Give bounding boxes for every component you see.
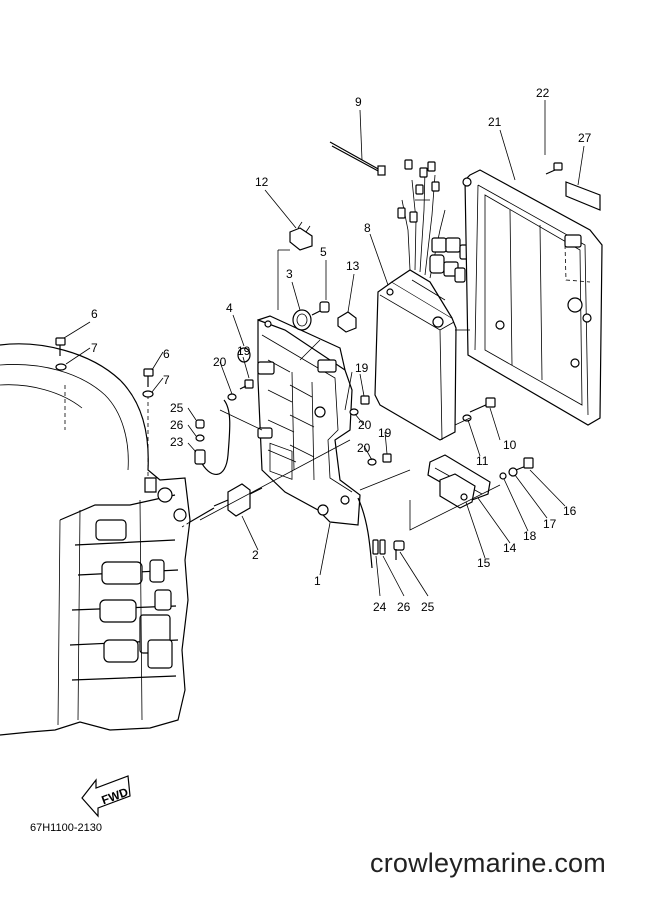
- callout-leaders: [63, 109, 585, 597]
- site-watermark: crowleymarine.com: [370, 848, 606, 878]
- engine-block: [0, 343, 191, 736]
- callout-19-right-top: 19: [355, 361, 369, 375]
- callout-8: 8: [364, 221, 371, 235]
- clip-12: [289, 221, 313, 251]
- callout-17: 17: [543, 517, 557, 531]
- callout-18: 18: [523, 529, 537, 543]
- callout-19-right-low: 19: [378, 426, 392, 440]
- bolt-5: [311, 301, 330, 316]
- callout-6-mid: 6: [163, 347, 170, 361]
- callout-14: 14: [503, 541, 517, 555]
- cable-tie-9: [329, 141, 386, 176]
- callout-22: 22: [536, 86, 550, 100]
- clip-13: [337, 311, 357, 333]
- sensor-connector-2: [181, 483, 263, 528]
- assembly-lines: [199, 199, 501, 531]
- fastener-19-20-left: [227, 379, 254, 401]
- bolt-10: [462, 397, 496, 422]
- callout-13: 13: [346, 259, 360, 273]
- callout-1: 1: [314, 574, 321, 588]
- cdi-unit-8: [374, 269, 457, 441]
- callout-27: 27: [578, 131, 592, 145]
- callout-9: 9: [355, 95, 362, 109]
- callout-7-left: 7: [91, 341, 98, 355]
- diagram-code: 67H1100-2130: [30, 822, 102, 834]
- callout-24: 24: [373, 600, 387, 614]
- bolt-6-left: [55, 337, 67, 371]
- callout-12: 12: [255, 175, 269, 189]
- callout-7-mid: 7: [163, 373, 170, 387]
- callout-labels: 9 22 21 27 12 8 3 5 13 4 6 7 6 7 20 19 1…: [91, 86, 592, 614]
- bracket-tab: [237, 315, 346, 371]
- plate-15: [439, 473, 476, 509]
- callout-26-left: 26: [170, 418, 184, 432]
- mounting-bracket-1: [257, 319, 361, 526]
- callout-23: 23: [170, 435, 184, 449]
- callout-11: 11: [476, 454, 489, 468]
- callout-5: 5: [320, 245, 327, 259]
- bolt-6-mid: [142, 368, 154, 398]
- fwd-arrow-icon: FWD: [81, 775, 131, 818]
- callout-15: 15: [477, 556, 491, 570]
- label-27: [565, 181, 601, 211]
- callout-20-right-top: 20: [358, 418, 372, 432]
- screw-22: [544, 100, 563, 175]
- callout-20-right-low: 20: [357, 441, 371, 455]
- callout-16: 16: [563, 504, 577, 518]
- callout-10: 10: [503, 438, 517, 452]
- callout-26-right: 26: [397, 600, 411, 614]
- grommet-3: [292, 309, 312, 331]
- fastener-19-20-right: [349, 395, 392, 466]
- callout-19-left: 19: [237, 344, 251, 358]
- sensor-23: [194, 399, 231, 475]
- callout-20-left: 20: [213, 355, 227, 369]
- callout-25-left: 25: [170, 401, 184, 415]
- callout-21: 21: [488, 115, 502, 129]
- callout-4: 4: [226, 301, 233, 315]
- callout-3: 3: [286, 267, 293, 281]
- cover-21: [462, 169, 603, 426]
- callout-6-left: 6: [91, 307, 98, 321]
- fastener-24-26-25: [357, 497, 405, 569]
- callout-25-right: 25: [421, 600, 435, 614]
- fastener-16-17-18: [499, 457, 534, 480]
- callout-2: 2: [252, 548, 259, 562]
